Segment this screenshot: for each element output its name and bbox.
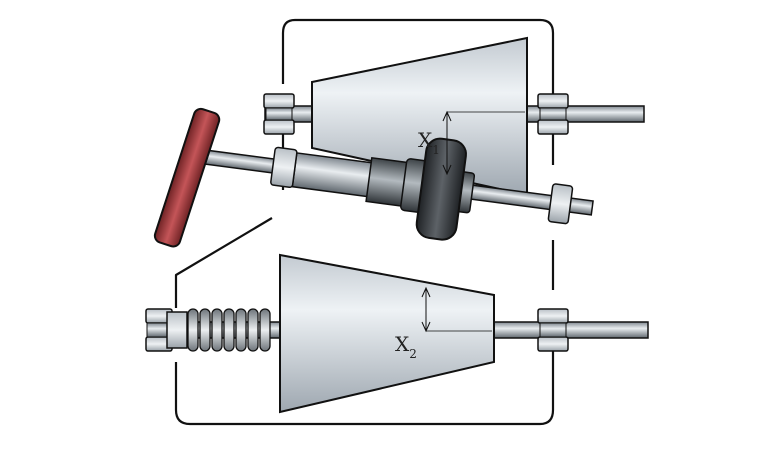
lower-right-bearing (537, 308, 569, 352)
dimension-x1 (442, 110, 525, 176)
x2-label: X2 (395, 332, 417, 361)
compression-spring (187, 308, 271, 352)
lower-left-bearing (145, 308, 188, 352)
lower-cone (279, 253, 495, 414)
control-rod-guide (270, 146, 298, 189)
frame-upper-housing (174, 18, 555, 426)
control-rod-end-guide (547, 183, 574, 225)
control-shaft-assembly (198, 137, 594, 241)
handwheel[interactable] (153, 107, 221, 248)
spring-coil (199, 308, 211, 352)
spring-coil (223, 308, 235, 352)
friction-roller (415, 137, 467, 241)
lower-shaft-right (489, 321, 649, 339)
spring-coil (259, 308, 271, 352)
spring-coil (235, 308, 247, 352)
upper-left-bearing (263, 93, 295, 135)
upper-right-bearing (537, 93, 569, 135)
x1-label: X1 (418, 128, 440, 157)
dimension-x2 (421, 286, 492, 333)
spring-coil (211, 308, 223, 352)
spring-coil (247, 308, 259, 352)
spring-coil (187, 308, 199, 352)
